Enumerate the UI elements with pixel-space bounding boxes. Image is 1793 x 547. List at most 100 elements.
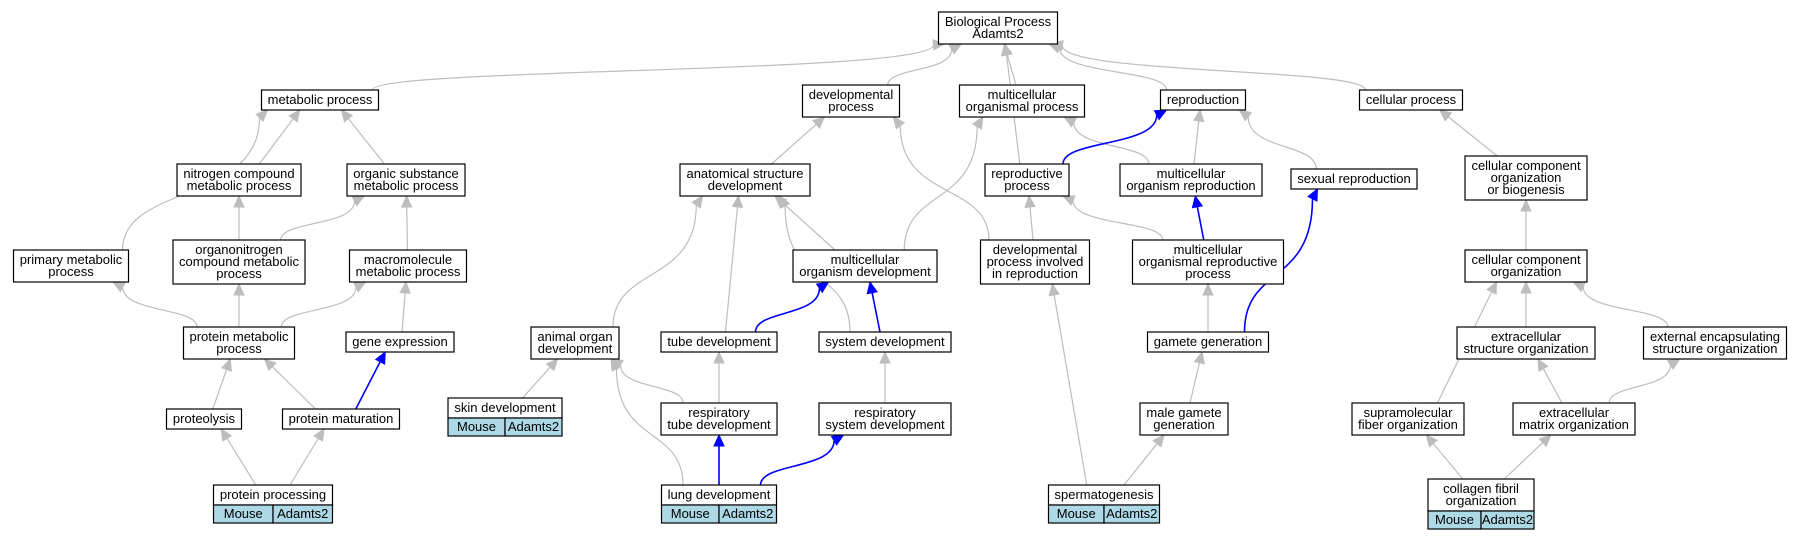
- node-label: organic substance: [353, 166, 459, 181]
- gene-label: Adamts2: [1482, 512, 1533, 527]
- arrowhead: [812, 116, 826, 129]
- node-system-dev[interactable]: system development: [818, 331, 952, 353]
- species-label: Mouse: [671, 506, 710, 521]
- arrowhead: [1193, 350, 1205, 365]
- node-box: [801, 84, 901, 118]
- node-label: organismal process: [966, 99, 1079, 114]
- edge-line: [1608, 364, 1672, 404]
- edge-reproduction-to-bp: [1048, 42, 1168, 91]
- node-metabolic[interactable]: metabolic process: [260, 89, 380, 111]
- node-box: [984, 163, 1070, 197]
- edge-line: [1542, 368, 1563, 404]
- node-cellular[interactable]: cellular process: [1358, 89, 1464, 111]
- edge-sexual-to-reproduction: [1238, 109, 1317, 170]
- species-label: Mouse: [457, 419, 496, 434]
- node-box: [346, 163, 466, 197]
- edge-line: [122, 287, 198, 328]
- node-label: sexual reproduction: [1297, 171, 1410, 186]
- node-gene-expr[interactable]: gene expression: [345, 331, 455, 353]
- arrowhead: [830, 434, 845, 446]
- edge-line: [280, 287, 357, 328]
- arrowhead: [610, 357, 622, 372]
- edge-line: [289, 438, 319, 486]
- gene-label: Adamts2: [722, 506, 773, 521]
- node-label: supramolecular: [1364, 405, 1454, 420]
- edge-line: [1503, 442, 1544, 480]
- edge-protein-proc-to-protein-mat: [289, 427, 325, 486]
- node-label: external encapsulating: [1650, 329, 1780, 344]
- edge-ecm-org-to-extracellular-so: [1537, 357, 1563, 404]
- node-reproduction[interactable]: reproduction: [1159, 89, 1247, 111]
- edge-line: [1123, 443, 1158, 486]
- node-tube-dev[interactable]: tube development: [660, 331, 778, 353]
- edge-system-dev-to-multi-dev: [866, 280, 881, 333]
- arrowhead: [731, 194, 744, 208]
- node-label: reproduction: [1167, 92, 1239, 107]
- node-label: compound metabolic: [179, 254, 299, 269]
- edge-dev-repro-to-repro-proc: [1024, 194, 1036, 241]
- node-sexual[interactable]: sexual reproduction: [1290, 168, 1418, 190]
- node-box: [182, 326, 296, 360]
- arrowhead: [374, 350, 386, 365]
- node-label: respiratory: [688, 405, 750, 420]
- node-label: metabolic process: [268, 92, 373, 107]
- node-label: process: [48, 264, 94, 279]
- edge-protein-mat-to-gene-expr: [355, 350, 386, 410]
- node-label: cellular process: [1366, 92, 1457, 107]
- node-label: organization: [1491, 170, 1562, 185]
- node-box: [958, 84, 1086, 118]
- node-protein-mat[interactable]: protein maturation: [281, 408, 401, 430]
- edge-protein-mat-to-protein-met: [263, 358, 316, 410]
- node-proteolysis[interactable]: proteolysis: [165, 408, 243, 430]
- edge-line: [1447, 116, 1498, 157]
- node-label: structure organization: [1463, 341, 1588, 356]
- arrowhead: [1202, 282, 1214, 296]
- node-label: respiratory: [854, 405, 916, 420]
- edge-ecm-org-to-ext-encap: [1608, 358, 1681, 404]
- node-box: [937, 11, 1059, 45]
- node-box: [176, 163, 302, 197]
- edge-lung-dev-to-animal-organ: [610, 357, 684, 486]
- node-gamete[interactable]: gamete generation: [1146, 331, 1270, 353]
- arrowhead: [1666, 358, 1681, 370]
- arrowhead: [1538, 434, 1552, 448]
- node-box: [1464, 249, 1588, 283]
- species-label: Mouse: [1057, 506, 1096, 521]
- node-label: anatomical structure: [686, 166, 803, 181]
- edge-anat-to-developmental: [771, 116, 826, 165]
- node-label: developmental: [809, 87, 894, 102]
- edge-line: [782, 202, 836, 251]
